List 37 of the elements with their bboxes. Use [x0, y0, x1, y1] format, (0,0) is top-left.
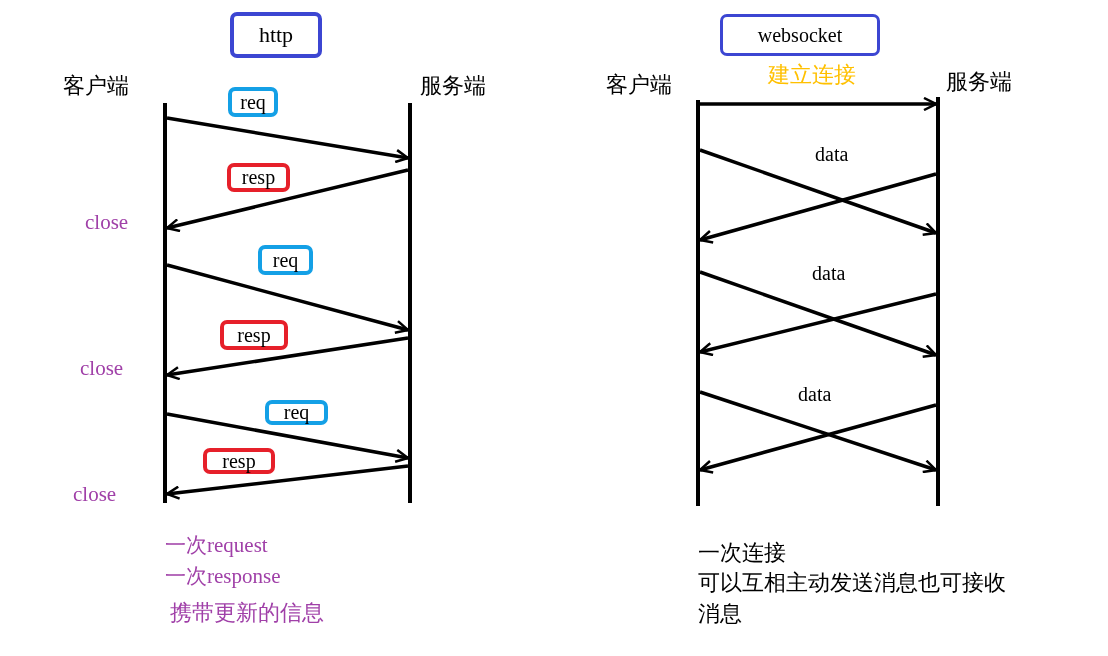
protocol-label: http: [230, 12, 322, 58]
arrow: [698, 292, 937, 357]
arrow: [699, 148, 938, 236]
message-label: data: [798, 382, 832, 407]
arrow: [699, 390, 938, 474]
message-label: resp: [203, 448, 275, 474]
status-label: close: [73, 481, 117, 508]
arrow: [165, 464, 409, 500]
arrow: [165, 336, 409, 381]
lifeline-heading: 客户端: [63, 72, 129, 100]
arrow: [166, 412, 410, 463]
status-label: close: [80, 355, 124, 382]
lifeline-heading: 客户端: [606, 71, 672, 99]
arrow: [166, 116, 410, 164]
message-label: data: [812, 261, 846, 286]
note-text: 一次连接: [698, 539, 786, 567]
note-text: 一次request: [165, 532, 268, 559]
message-label: resp: [220, 320, 288, 350]
status-label: close: [85, 209, 129, 236]
message-label: req: [265, 400, 328, 425]
message-label: resp: [227, 163, 290, 192]
arrow: [166, 263, 410, 334]
edge-label: 建立连接: [768, 61, 856, 89]
arrow: [165, 168, 409, 233]
message-label: req: [258, 245, 313, 275]
arrow: [699, 270, 938, 358]
arrow: [698, 172, 937, 244]
message-label: req: [228, 87, 278, 117]
note-text: 一次response: [165, 563, 281, 590]
note-text: 可以互相主动发送消息也可接收消息: [698, 569, 1007, 628]
note-text: 携带更新的信息: [170, 599, 324, 627]
lifeline-heading: 服务端: [946, 68, 1012, 96]
arrow: [698, 403, 937, 474]
message-label: data: [815, 142, 849, 167]
protocol-label: websocket: [720, 14, 880, 56]
arrow: [700, 96, 938, 112]
lifeline-heading: 服务端: [420, 72, 486, 100]
